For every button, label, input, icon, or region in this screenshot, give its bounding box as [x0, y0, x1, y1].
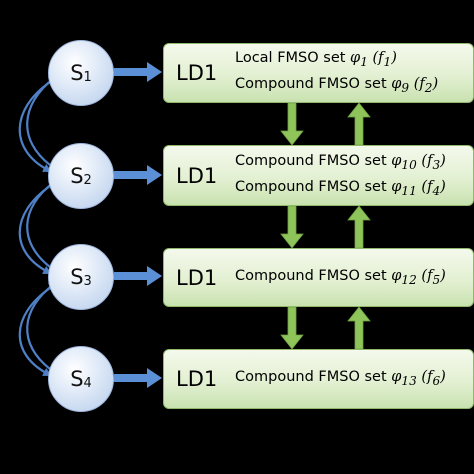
box-arrow-down-3	[280, 306, 304, 350]
function-symbol: f	[427, 369, 433, 386]
fmso-text: Compound FMSO set	[235, 267, 392, 284]
box-arrow-up-1	[347, 102, 371, 146]
transition-1-2-up	[26, 75, 58, 166]
ld-box-4: LD1 Compound FMSO set φ13 (f6)	[163, 349, 474, 409]
fmso-text: Compound FMSO set	[235, 369, 392, 386]
function-symbol: f	[427, 152, 433, 169]
function-subscript: 3	[432, 157, 441, 172]
phi-subscript: 12	[401, 272, 417, 287]
fmso-text: Compound FMSO set	[235, 152, 392, 169]
box-arrow-down-2	[280, 205, 304, 249]
transition-3-4-up	[26, 281, 58, 370]
function-subscript: 2	[424, 80, 433, 95]
fmso-lines: Compound FMSO set φ13 (f6)	[235, 350, 469, 408]
fmso-line: Compound FMSO set φ12 (f5)	[235, 267, 446, 287]
ld-label: LD1	[176, 265, 218, 290]
function-subscript: 4	[432, 183, 441, 198]
function-symbol: f	[427, 267, 433, 284]
transition-2-3-up	[26, 179, 58, 268]
fmso-line: Compound FMSO set φ13 (f6)	[235, 369, 446, 388]
function-subscript: 6	[432, 373, 441, 388]
phi-symbol: φ	[350, 50, 361, 67]
box-arrow-up-3	[347, 306, 371, 350]
phi-symbol: φ	[391, 76, 402, 92]
phi-symbol: φ	[391, 178, 402, 195]
fmso-lines: Compound FMSO set φ12 (f5)	[235, 249, 469, 306]
box-arrow-down-1	[280, 102, 304, 146]
transition-2-3-down	[18, 185, 52, 275]
ld-label: LD1	[176, 61, 218, 85]
state-index: 1	[83, 69, 92, 85]
transition-3-4-down	[18, 287, 52, 377]
fmso-text: Local FMSO set	[235, 50, 351, 67]
state-letter: S	[70, 164, 84, 188]
box-arrow-up-2	[347, 205, 371, 249]
state-letter: S	[70, 367, 84, 391]
state-to-box-arrow-3	[114, 266, 162, 286]
function-subscript: 5	[432, 272, 441, 287]
ld-label: LD1	[176, 163, 218, 188]
state-index: 2	[83, 172, 92, 188]
state-letter: S	[70, 61, 84, 85]
state-to-box-arrow-2	[114, 165, 162, 185]
phi-subscript: 13	[401, 373, 417, 388]
transition-1-2-down	[18, 81, 52, 173]
function-symbol: f	[378, 50, 384, 67]
state-index: 3	[83, 273, 92, 289]
fmso-lines: Local FMSO set φ1 (f1) Compound FMSO set…	[235, 44, 469, 102]
state-letter: S	[70, 265, 84, 289]
fmso-line: Compound FMSO set φ10 (f3)	[235, 152, 446, 172]
ld-box-3: LD1 Compound FMSO set φ12 (f5)	[163, 248, 474, 307]
ld-box-1: LD1 Local FMSO set φ1 (f1) Compound FMSO…	[163, 43, 474, 103]
state-index: 4	[83, 375, 92, 391]
fmso-text: Compound FMSO set	[235, 178, 392, 195]
fmso-text: Compound FMSO set	[235, 76, 392, 92]
state-transition-arrows	[18, 75, 58, 377]
state-to-box-arrow-4	[114, 368, 162, 388]
phi-subscript: 9	[401, 80, 410, 95]
phi-subscript: 10	[401, 157, 417, 172]
fmso-line: Local FMSO set φ1 (f1)	[235, 50, 397, 69]
state-to-box-arrow-1	[114, 62, 162, 82]
ld-box-2: LD1 Compound FMSO set φ10 (f3) Compound …	[163, 145, 474, 206]
function-symbol: f	[419, 76, 425, 92]
phi-subscript: 11	[401, 183, 417, 198]
phi-symbol: φ	[391, 152, 402, 169]
fmso-lines: Compound FMSO set φ10 (f3) Compound FMSO…	[235, 146, 469, 205]
fmso-line: Compound FMSO set φ9 (f2)	[235, 76, 439, 95]
phi-symbol: φ	[391, 267, 402, 284]
box-link-arrows	[280, 102, 371, 350]
phi-symbol: φ	[391, 369, 402, 386]
ld-label: LD1	[176, 367, 218, 391]
state-to-box-arrows	[114, 62, 162, 388]
function-subscript: 1	[383, 55, 392, 69]
function-symbol: f	[427, 178, 433, 195]
phi-subscript: 1	[360, 55, 368, 69]
fmso-line: Compound FMSO set φ11 (f4)	[235, 178, 446, 198]
